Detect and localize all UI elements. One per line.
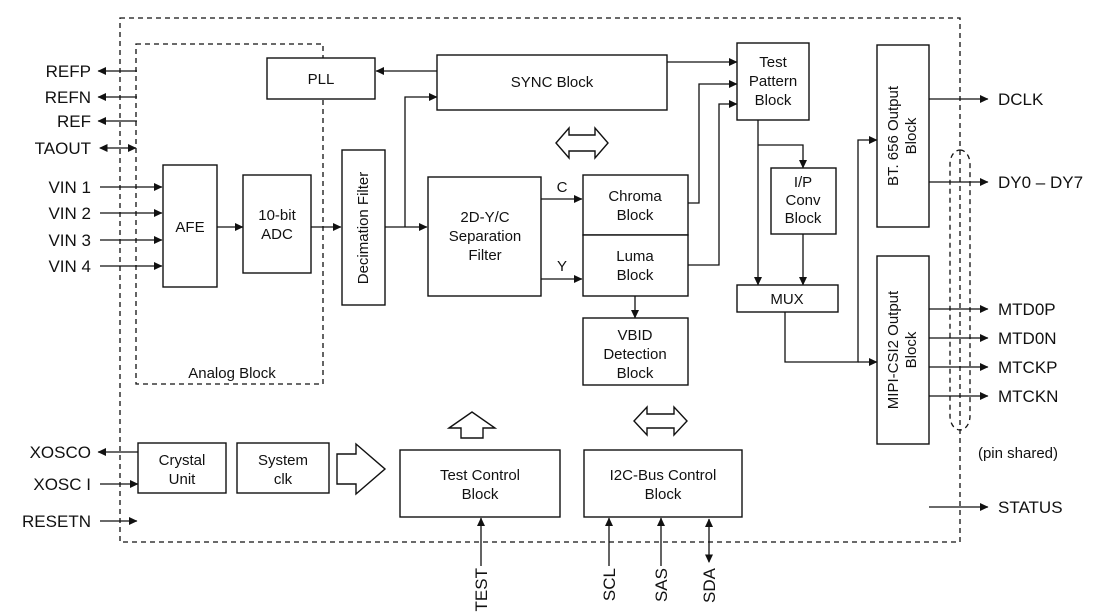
signal-y-label: Y [557,258,567,275]
afe-block [162,164,218,288]
vbid-block [582,317,689,386]
separation-label-2: Separation [449,228,522,245]
adc-label-1: 10-bit [258,207,296,224]
luma-label-2: Block [617,267,654,284]
test-control-up-arrow [446,411,498,439]
connections [97,58,989,566]
adc-label-2: ADC [261,226,293,243]
sysclk-to-test-arrow [336,442,387,496]
pin-dy0-dy7: DY0 – DY7 [998,173,1083,192]
ip-conv-label-1: I/P [794,174,812,191]
i2c-label-2: Block [645,486,682,503]
vbid-label-3: Block [617,365,654,382]
pin-sda: SDA [700,567,719,603]
analog-block-region [135,43,324,385]
pin-shared-group [949,149,971,431]
sysclk-label-2: clk [274,471,293,488]
ip-conv-label-3: Block [785,210,822,227]
pin-sas: SAS [652,568,671,602]
separation-label-3: Filter [468,247,501,264]
test-control-label-2: Block [462,486,499,503]
luma-block [582,234,689,297]
i2c-control-block [583,449,743,518]
pin-taout: TAOUT [35,139,91,158]
bt656-output-block [876,44,930,228]
mipi-label-2: Block [903,331,920,368]
i2c-bus-double-arrow [633,405,688,437]
sysclk-label-1: System [258,452,308,469]
afe-label: AFE [175,219,204,236]
system-clk-block [236,442,330,494]
chroma-label-1: Chroma [608,188,662,205]
pin-scl: SCL [600,568,619,601]
pin-mtd0n: MTD0N [998,329,1057,348]
pin-mtd0p: MTD0P [998,300,1056,319]
decimation-label: Decimation Filter [355,172,372,285]
pll-label: PLL [308,71,335,88]
pll-block [266,57,376,100]
pin-mtckn: MTCKN [998,387,1058,406]
i2c-label-1: I2C-Bus Control [610,467,717,484]
pin-xosci: XOSC I [33,475,91,494]
pin-refp: REFP [46,62,91,81]
chip-boundary [119,17,961,543]
pin-xosco: XOSCO [30,443,91,462]
mipi-output-block [876,255,930,445]
sync-bus-double-arrow [555,126,609,160]
bt656-label-1: BT. 656 Output [885,85,902,186]
test-control-label-1: Test Control [440,467,520,484]
test-control-block [399,449,561,518]
pin-vin4: VIN 4 [48,257,91,276]
pin-dclk: DCLK [998,90,1044,109]
crystal-unit-block [137,442,227,494]
vbid-label-1: VBID [617,327,652,344]
chroma-block [582,174,689,236]
luma-label-1: Luma [616,248,654,265]
adc-block [242,174,312,274]
pin-ref: REF [57,112,91,131]
pin-status: STATUS [998,498,1063,517]
sync-label: SYNC Block [511,74,594,91]
crystal-label-1: Crystal [159,452,206,469]
separation-label-1: 2D-Y/C [460,209,509,226]
test-pattern-label-2: Pattern [749,73,797,90]
pin-shared-note: (pin shared) [978,445,1058,462]
pin-vin1: VIN 1 [48,178,91,197]
left-pin-labels: REFP REFN REF TAOUT VIN 1 VIN 2 VIN 3 VI… [22,62,91,531]
decimation-filter-block [341,149,386,306]
pin-test: TEST [472,568,491,611]
ip-conv-block [770,167,837,235]
mux-block [736,284,839,313]
bottom-pin-labels: TEST SCL SAS SDA [472,567,719,611]
sync-block [436,54,668,111]
pin-mtckp: MTCKP [998,358,1058,377]
separation-filter-block [427,176,542,297]
test-pattern-block [736,42,810,121]
test-pattern-label-3: Block [755,92,792,109]
pin-vin3: VIN 3 [48,231,91,250]
pin-resetn: RESETN [22,512,91,531]
pin-refn: REFN [45,88,91,107]
vbid-label-2: Detection [603,346,666,363]
pin-vin2: VIN 2 [48,204,91,223]
chroma-label-2: Block [617,207,654,224]
bt656-label-2: Block [903,117,920,154]
signal-c-label: C [557,179,568,196]
mipi-label-1: MIPI-CSI2 Output [885,290,902,409]
ip-conv-label-2: Conv [785,192,821,209]
analog-block-label: Analog Block [188,365,276,382]
mux-label: MUX [770,291,803,308]
test-pattern-label-1: Test [759,54,787,71]
crystal-label-2: Unit [169,471,197,488]
right-pin-labels: DCLK DY0 – DY7 MTD0P MTD0N MTCKP MTCKN (… [978,90,1083,517]
